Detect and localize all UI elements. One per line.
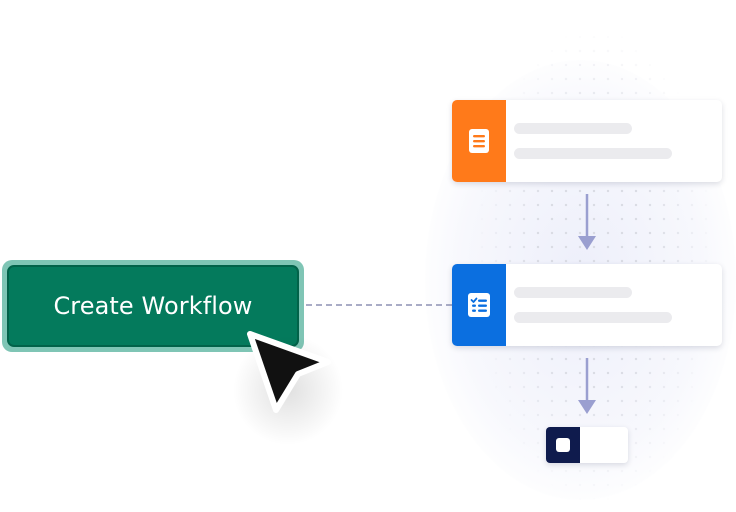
mouse-pointer-icon — [247, 331, 331, 413]
document-lines-icon — [469, 129, 489, 153]
checklist-icon — [468, 293, 490, 317]
checklist-step-accent — [452, 264, 506, 346]
arrow-down-icon — [578, 194, 596, 250]
form-step-accent — [452, 100, 506, 182]
placeholder-line — [514, 123, 632, 134]
workflow-step-checklist-card[interactable] — [452, 264, 722, 346]
placeholder-line — [514, 287, 632, 298]
arrow-down-icon — [578, 358, 596, 414]
end-node-accent — [546, 427, 580, 463]
dashed-connector — [306, 304, 452, 306]
workflow-step-form-card[interactable] — [452, 100, 722, 182]
placeholder-line — [514, 148, 672, 159]
placeholder-line — [514, 312, 672, 323]
stop-square-icon — [556, 438, 570, 452]
workflow-end-node[interactable] — [546, 427, 628, 463]
